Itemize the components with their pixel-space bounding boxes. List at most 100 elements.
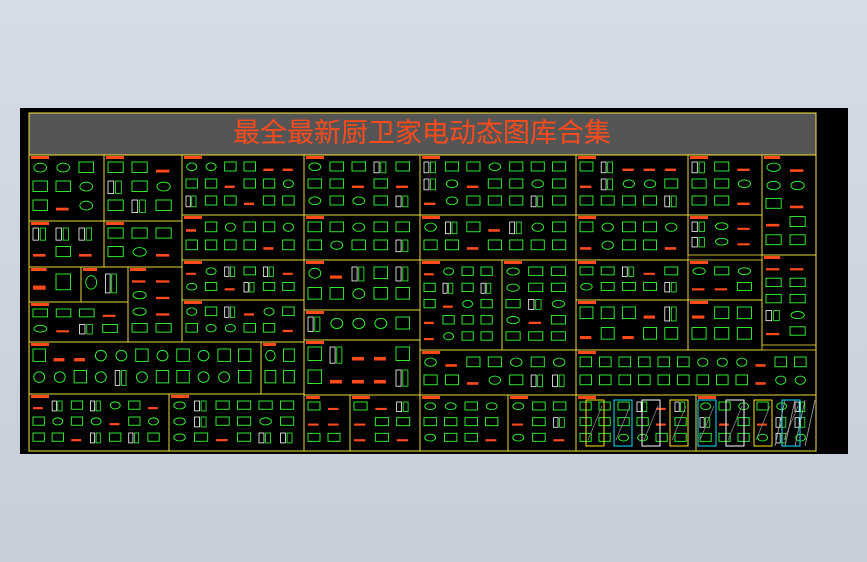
fixture-symbol	[79, 200, 93, 211]
panel-border	[575, 259, 689, 301]
cabinet-symbol	[445, 221, 451, 235]
appliance-symbol	[194, 432, 209, 442]
cabinet-symbol	[395, 239, 402, 253]
panel-label-mark	[31, 222, 49, 225]
cabinet-symbol	[115, 180, 122, 195]
appliance-symbol	[532, 401, 546, 411]
appliance-symbol	[598, 401, 611, 411]
glass-hatch	[794, 399, 806, 447]
appliance-symbol	[32, 308, 49, 318]
red-label-mark	[374, 379, 386, 384]
red-label-mark	[33, 285, 46, 290]
appliance-symbol	[736, 282, 752, 291]
cabinet-symbol	[698, 221, 705, 232]
panel-border	[28, 266, 82, 303]
cabinet-symbol	[430, 161, 436, 174]
red-label-mark	[737, 168, 750, 171]
panel-label-mark	[504, 261, 522, 264]
appliance-symbol	[618, 374, 632, 386]
fixture-symbol	[352, 196, 366, 206]
red-label-mark	[466, 382, 479, 385]
fixture-symbol	[488, 375, 502, 385]
appliance-symbol	[395, 316, 411, 330]
cabinet-symbol	[380, 161, 387, 174]
fixture-symbol	[697, 357, 709, 367]
fixture-symbol	[132, 290, 147, 300]
red-label-mark	[328, 407, 339, 410]
panel-label-mark	[83, 268, 98, 271]
symbol-grid	[28, 154, 817, 452]
red-label-mark	[656, 407, 666, 410]
appliance-symbol	[155, 199, 172, 211]
cabinet-symbol	[200, 416, 207, 428]
red-label-mark	[109, 423, 120, 426]
fixture-symbol	[692, 267, 706, 276]
door-symbol	[697, 399, 717, 447]
appliance-symbol	[621, 282, 636, 291]
fixture-symbol	[148, 417, 159, 426]
panel-label-mark	[698, 396, 716, 399]
appliance-symbol	[237, 432, 252, 442]
appliance-symbol	[638, 374, 651, 386]
fixture-symbol	[424, 433, 437, 442]
cabinet-symbol	[607, 178, 613, 191]
cabinet-symbol	[286, 432, 293, 444]
appliance-symbol	[185, 178, 198, 189]
panel-label-mark	[106, 222, 124, 225]
fixture-symbol	[374, 317, 388, 329]
panel-label-mark	[306, 341, 324, 344]
appliance-symbol	[204, 221, 218, 233]
cad-drawing-canvas[interactable]: 最全最新厨卫家电动态图库合集	[20, 108, 848, 454]
door-symbol	[669, 399, 689, 447]
appliance-symbol	[282, 306, 295, 317]
red-label-mark	[485, 439, 497, 442]
appliance-symbol	[505, 331, 521, 341]
appliance-symbol	[789, 277, 806, 288]
red-label-mark	[33, 253, 46, 257]
fixture-symbol	[186, 282, 198, 291]
panel-label-mark	[306, 311, 324, 314]
cabinet-symbol	[773, 310, 780, 322]
cabinet-symbol	[32, 227, 39, 241]
cabinet-symbol	[528, 298, 535, 310]
fixture-symbol	[601, 240, 614, 250]
panel-label-mark	[171, 395, 189, 398]
panel-border	[687, 259, 763, 301]
appliance-symbol	[238, 348, 252, 362]
fixture-symbol	[715, 237, 729, 246]
fixture-symbol	[512, 402, 525, 411]
appliance-symbol	[262, 178, 276, 189]
panel-label-mark	[578, 156, 596, 159]
cabinet-symbol	[105, 273, 111, 294]
fixture-symbol	[90, 417, 102, 426]
cabinet-symbol	[95, 400, 101, 412]
appliance-symbol	[643, 239, 658, 251]
appliance-symbol	[789, 234, 806, 246]
panel-label-mark	[184, 156, 202, 159]
appliance-symbol	[32, 199, 48, 211]
panel-border	[260, 341, 305, 395]
cabinet-symbol	[674, 401, 680, 413]
red-label-mark	[424, 337, 434, 341]
panel-label-mark	[31, 343, 49, 346]
cabinet-symbol	[664, 195, 671, 208]
red-label-mark	[186, 229, 197, 232]
appliance-symbol	[735, 374, 749, 386]
appliance-symbol	[464, 417, 478, 427]
appliance-symbol	[423, 417, 437, 427]
appliance-symbol	[487, 195, 502, 206]
appliance-symbol	[789, 293, 806, 304]
red-label-mark	[692, 315, 705, 319]
fixture-symbol	[736, 357, 748, 367]
cabinet-symbol	[194, 416, 200, 428]
cabinet-symbol	[530, 195, 537, 208]
appliance-symbol	[617, 401, 630, 411]
fixture-symbol	[445, 179, 459, 189]
appliance-symbol	[224, 195, 237, 206]
cabinet-symbol	[307, 316, 314, 332]
appliance-symbol	[621, 195, 636, 206]
appliance-symbol	[714, 266, 730, 276]
appliance-symbol	[217, 348, 231, 362]
appliance-symbol	[621, 239, 636, 251]
appliance-symbol	[55, 273, 71, 291]
